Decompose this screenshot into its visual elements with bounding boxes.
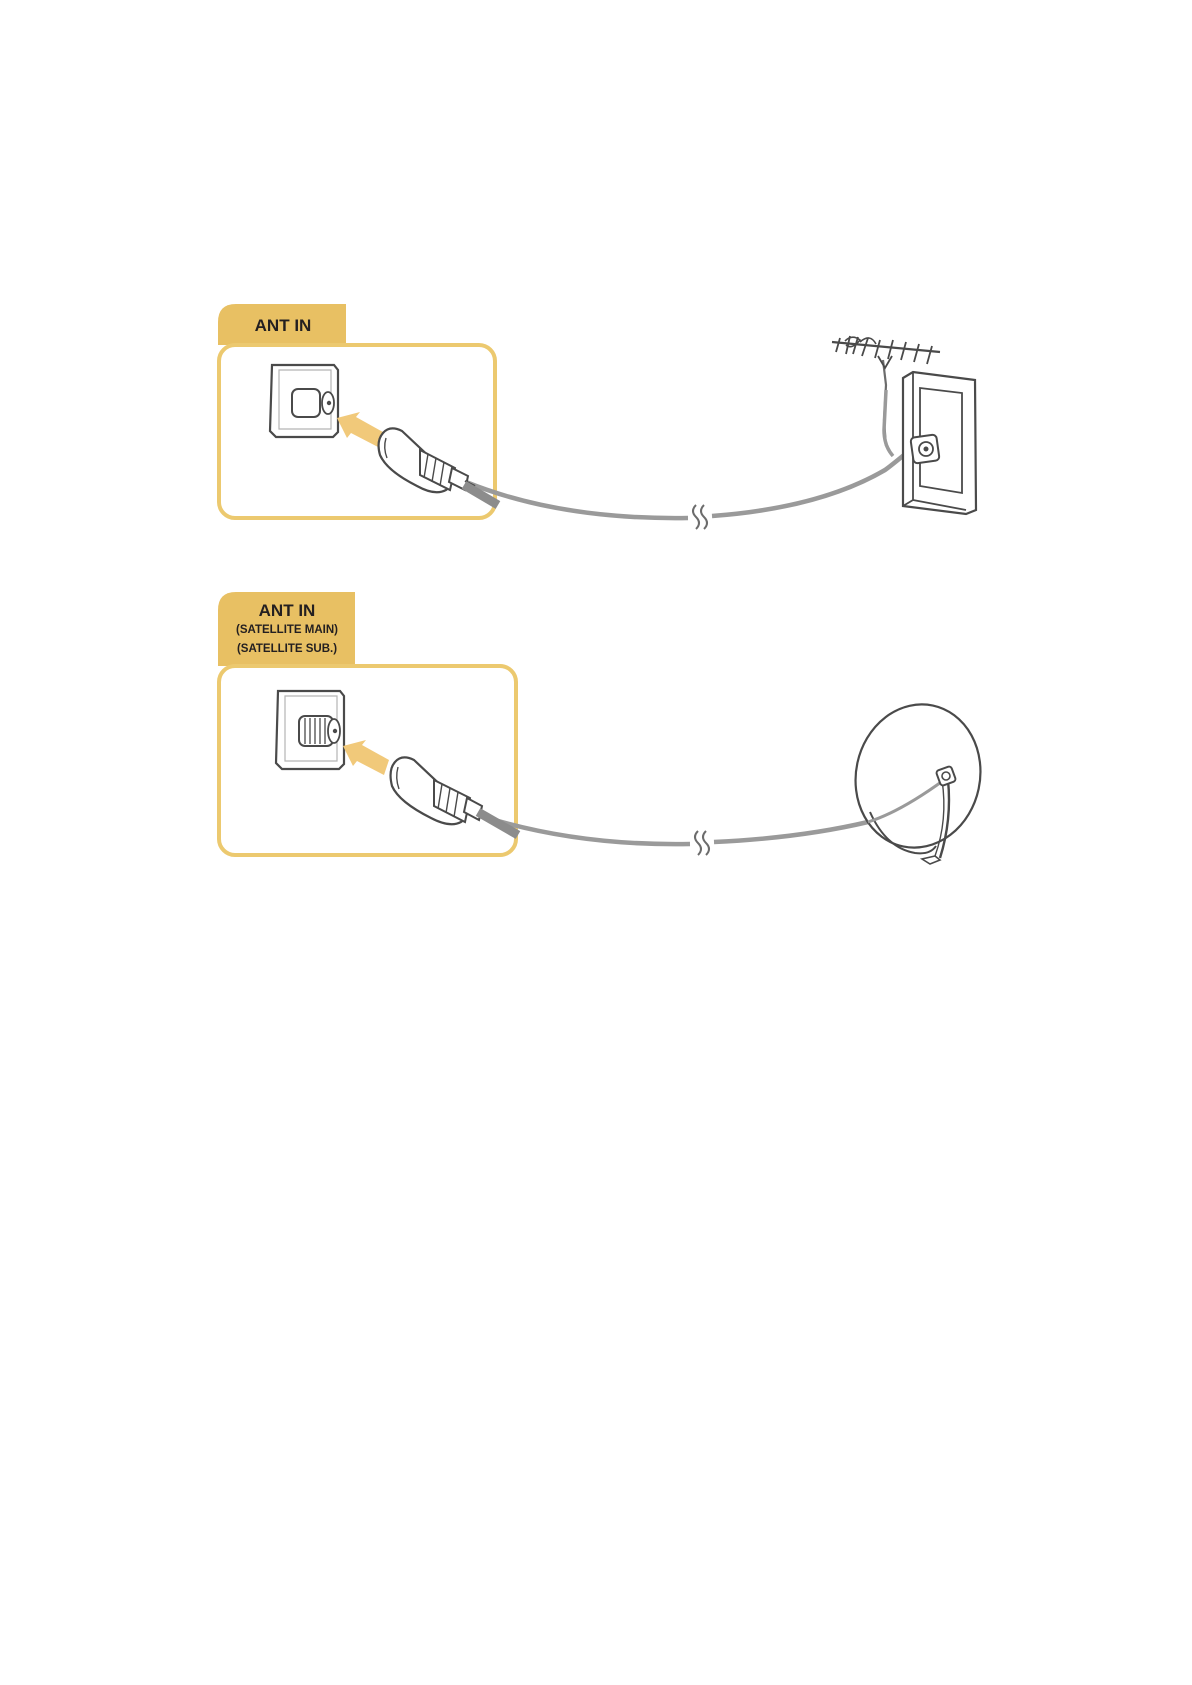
- ant-in-satellite-label: ANT IN: [259, 601, 316, 620]
- tv-ant-port-icon: [270, 365, 338, 437]
- satellite-connection-diagram: ANT IN (SATELLITE MAIN) (SATELLITE SUB.): [218, 592, 994, 864]
- antenna-connection-diagram: ANT IN: [218, 304, 976, 529]
- antenna-coax-cable: [466, 482, 688, 518]
- satellite-dish-icon: [842, 693, 993, 864]
- ant-in-label: ANT IN: [255, 316, 312, 335]
- satellite-sub-label: (SATELLITE SUB.): [237, 643, 337, 655]
- ant-in-label-tab: ANT IN: [218, 304, 346, 345]
- satellite-main-label: (SATELLITE MAIN): [236, 624, 338, 636]
- cable-break-satellite-icon: [695, 831, 709, 855]
- ant-in-satellite-label-tab: ANT IN (SATELLITE MAIN) (SATELLITE SUB.): [218, 592, 355, 666]
- tv-satellite-port-icon: [276, 691, 344, 769]
- cable-break-icon: [693, 505, 707, 529]
- wall-outlet-icon: [903, 372, 976, 514]
